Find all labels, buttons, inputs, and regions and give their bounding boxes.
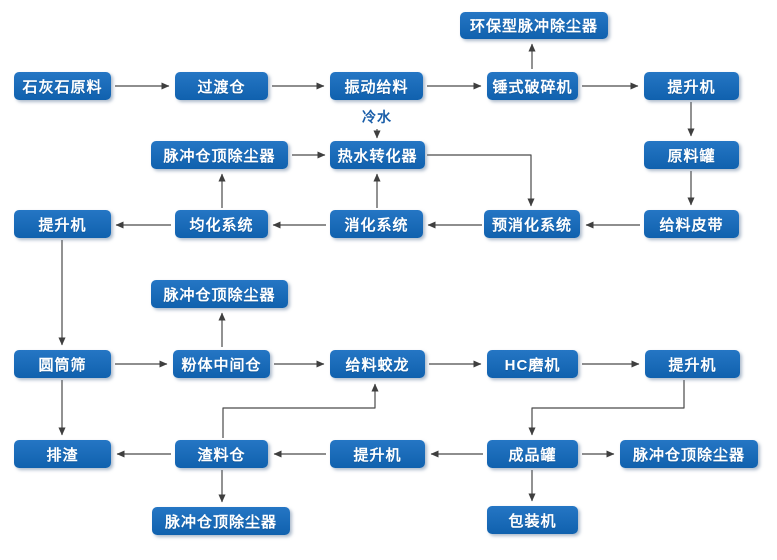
node-pulse-bin-dust-collector-a: 脉冲仓顶除尘器 xyxy=(151,141,288,169)
node-hc-mill: HC磨机 xyxy=(487,350,578,378)
node-label-pulse-bin-dust-collector-b: 脉冲仓顶除尘器 xyxy=(163,286,276,304)
node-label-hot-water-converter: 热水转化器 xyxy=(337,147,418,165)
node-label-finished-product-tank: 成品罐 xyxy=(508,446,557,464)
node-label-slag-discharge: 排渣 xyxy=(46,446,79,464)
node-label-packing-machine: 包装机 xyxy=(508,512,557,530)
node-label-elevator-top: 提升机 xyxy=(667,78,716,96)
edge-slag-bin-to-feeding-screw-conveyor xyxy=(222,383,379,438)
node-label-feeding-screw-conveyor: 给料蛟龙 xyxy=(345,356,410,374)
node-label-drum-screen: 圆筒筛 xyxy=(38,356,87,374)
node-powder-intermediate-bin: 粉体中间仓 xyxy=(173,350,270,378)
node-eco-pulse-dust-collector: 环保型脉冲除尘器 xyxy=(460,12,608,39)
node-elevator-top: 提升机 xyxy=(644,72,739,100)
node-drum-screen: 圆筒筛 xyxy=(14,350,111,378)
node-label-homogenization-system: 均化系统 xyxy=(189,216,254,234)
node-label-elevator-mill: 提升机 xyxy=(668,356,717,374)
node-label-limestone-raw-material: 石灰石原料 xyxy=(22,78,103,96)
node-feeding-screw-conveyor: 给料蛟龙 xyxy=(330,350,425,378)
node-transition-bin: 过渡仓 xyxy=(175,72,268,100)
edge-elevator-mill-to-finished-product-tank xyxy=(528,380,685,436)
node-label-elevator-left: 提升机 xyxy=(38,216,87,234)
node-hot-water-converter: 热水转化器 xyxy=(330,141,425,169)
node-finished-product-tank: 成品罐 xyxy=(487,440,578,468)
node-label-pulse-bin-dust-collector-d: 脉冲仓顶除尘器 xyxy=(164,513,277,531)
node-label-slag-bin: 渣料仓 xyxy=(197,446,246,464)
node-label-hc-mill: HC磨机 xyxy=(504,356,561,374)
node-homogenization-system: 均化系统 xyxy=(175,210,268,238)
node-label-pre-digestion-system: 预消化系统 xyxy=(491,216,572,234)
node-hammer-crusher: 锤式破碎机 xyxy=(487,72,578,100)
node-label-eco-pulse-dust-collector: 环保型脉冲除尘器 xyxy=(469,18,598,35)
node-raw-material-tank: 原料罐 xyxy=(644,141,739,169)
node-label-pulse-bin-dust-collector-c: 脉冲仓顶除尘器 xyxy=(632,446,745,464)
node-feeding-belt: 给料皮带 xyxy=(644,210,739,238)
node-label-vibrating-feeder: 振动给料 xyxy=(344,78,409,96)
node-elevator-slag: 提升机 xyxy=(330,440,425,468)
node-vibrating-feeder: 振动给料 xyxy=(330,72,423,100)
node-pulse-bin-dust-collector-c: 脉冲仓顶除尘器 xyxy=(620,440,758,468)
node-label-powder-intermediate-bin: 粉体中间仓 xyxy=(181,356,262,374)
node-pulse-bin-dust-collector-b: 脉冲仓顶除尘器 xyxy=(151,280,288,308)
node-label-elevator-slag: 提升机 xyxy=(353,446,402,464)
annotation-cold-water: 冷水 xyxy=(362,109,392,125)
node-digestion-system: 消化系统 xyxy=(330,210,423,238)
node-slag-bin: 渣料仓 xyxy=(175,440,268,468)
node-elevator-left: 提升机 xyxy=(14,210,111,238)
node-elevator-mill: 提升机 xyxy=(645,350,740,378)
node-label-transition-bin: 过渡仓 xyxy=(197,78,246,96)
node-label-hammer-crusher: 锤式破碎机 xyxy=(492,78,573,96)
node-slag-discharge: 排渣 xyxy=(14,440,111,468)
node-label-digestion-system: 消化系统 xyxy=(344,216,409,234)
node-label-feeding-belt: 给料皮带 xyxy=(659,216,724,234)
node-limestone-raw-material: 石灰石原料 xyxy=(14,72,111,100)
node-pre-digestion-system: 预消化系统 xyxy=(484,210,580,238)
edge-hot-water-converter-to-pre-digestion-system xyxy=(427,154,535,207)
node-packing-machine: 包装机 xyxy=(487,506,578,534)
node-label-raw-material-tank: 原料罐 xyxy=(667,147,716,165)
node-pulse-bin-dust-collector-d: 脉冲仓顶除尘器 xyxy=(152,507,290,535)
node-label-pulse-bin-dust-collector-a: 脉冲仓顶除尘器 xyxy=(163,147,276,165)
